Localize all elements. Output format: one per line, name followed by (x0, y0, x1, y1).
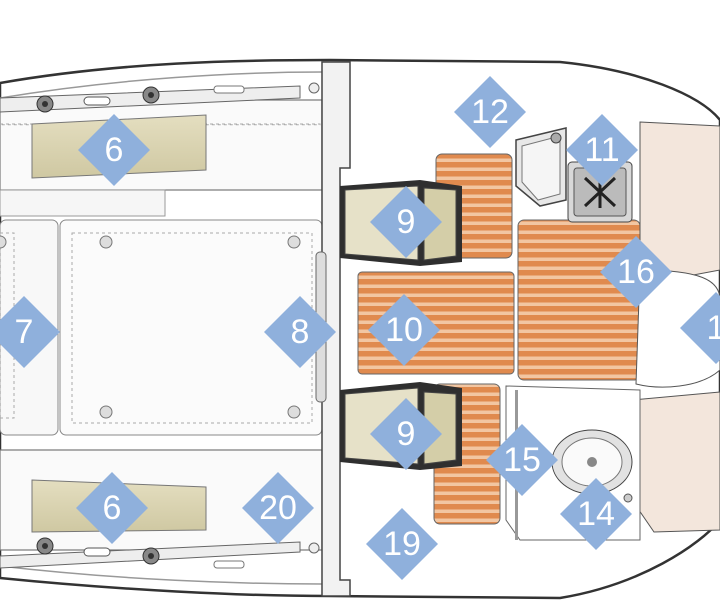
callout-label: 1 (707, 309, 720, 347)
callout-marker-15: 15 (486, 424, 558, 496)
callout-marker-10: 10 (368, 294, 440, 366)
callout-label: 16 (617, 253, 655, 291)
callout-marker-9-bottom: 9 (370, 398, 442, 470)
callout-label: 8 (291, 313, 310, 351)
toilet-icon (551, 429, 633, 503)
callout-label: 9 (397, 203, 416, 241)
callout-label: 15 (503, 441, 541, 479)
callout-marker-14: 14 (560, 478, 632, 550)
callout-label: 10 (385, 311, 423, 349)
callout-label: 7 (15, 313, 34, 351)
stove-icon (567, 161, 633, 223)
callout-marker-6-bottom: 6 (76, 472, 148, 544)
aft-bench-bottom (631, 391, 720, 533)
cleat-icon (36, 95, 54, 113)
callout-markers: 6 6 7 8 9 9 10 11 (0, 76, 720, 580)
callout-marker-16: 16 (600, 236, 672, 308)
callout-marker-20: 20 (242, 472, 314, 544)
forward-deck (0, 82, 323, 569)
callout-marker-6-top: 6 (78, 114, 150, 186)
cleat-icon (142, 547, 160, 565)
callout-marker-11: 11 (566, 114, 638, 186)
callout-label: 9 (397, 415, 416, 453)
callout-label: 6 (103, 489, 122, 527)
callout-marker-7: 7 (0, 296, 60, 368)
callout-marker-9-top: 9 (370, 186, 442, 258)
callout-label: 20 (259, 489, 297, 527)
callout-label: 6 (105, 131, 124, 169)
sink-icon (515, 127, 567, 207)
callout-label: 14 (577, 495, 615, 533)
cleat-icon (142, 86, 160, 104)
hull-inner-line (0, 71, 323, 585)
callout-label: 12 (471, 93, 509, 131)
callout-marker-12: 12 (454, 76, 526, 148)
cleat-icon (36, 537, 54, 555)
callout-marker-17: 1 (680, 292, 720, 364)
callout-label: 11 (584, 131, 619, 169)
callout-marker-19: 19 (366, 508, 438, 580)
callout-marker-8: 8 (264, 296, 336, 368)
callout-label: 19 (383, 525, 421, 563)
